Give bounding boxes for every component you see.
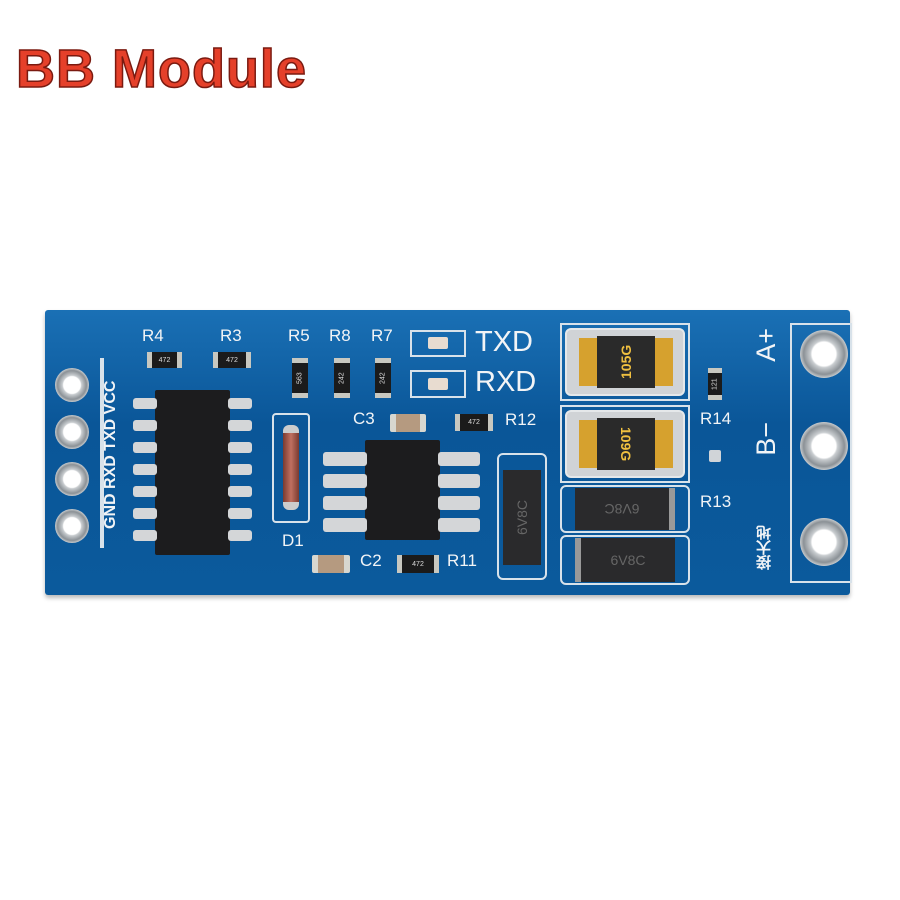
pin-hole-txd	[55, 415, 89, 449]
terminal-block-outline	[790, 323, 852, 583]
resistor-r7: 242	[375, 358, 391, 398]
label-r13: R13	[700, 492, 732, 511]
capacitor-c2	[312, 555, 350, 573]
label-r11: R11	[447, 551, 477, 570]
label-r3: R3	[220, 326, 242, 345]
terminal-b-minus	[800, 422, 848, 470]
resistor-r14: 121	[708, 368, 722, 400]
silkscreen-d1-outline	[272, 413, 310, 523]
label-r12: R12	[505, 410, 537, 429]
silkscreen-tvs-2	[560, 535, 690, 585]
diode-d1	[283, 425, 299, 510]
page-title: BB Module	[15, 38, 307, 100]
label-c2: C2	[360, 551, 382, 570]
label-c3: C3	[353, 409, 375, 428]
pin-hole-rxd	[55, 462, 89, 496]
terminal-ground	[800, 518, 848, 566]
silkscreen-line	[100, 358, 104, 548]
resistor-r11: 472	[397, 555, 439, 573]
label-b-minus: B−	[751, 422, 781, 456]
terminal-a-plus	[800, 330, 848, 378]
silkscreen-cap-top	[560, 323, 690, 401]
pin-hole-vcc	[55, 368, 89, 402]
capacitor-105g: 105G	[565, 328, 685, 396]
label-r5: R5	[288, 326, 310, 345]
resistor-r3: 472	[213, 352, 251, 368]
label-ground: 接大地	[756, 525, 773, 570]
silkscreen-tvs-1	[560, 485, 690, 533]
resistor-r8: 242	[334, 358, 350, 398]
label-a-plus: A+	[751, 328, 781, 362]
tvs-diode-1: 6V8C	[575, 488, 675, 530]
ic-soic8	[365, 440, 440, 540]
silkscreen-cap-bottom	[560, 405, 690, 483]
label-d1: D1	[282, 531, 304, 550]
led-txd	[410, 330, 466, 357]
resistor-r4: 472	[147, 352, 182, 368]
label-rxd: RXD	[475, 366, 537, 398]
pin-labels: GND RXD TXD VCC	[102, 380, 119, 529]
tvs-diode-2: 6V8C	[575, 538, 675, 582]
silkscreen-tvs-outline	[497, 453, 547, 580]
resistor-r12: 472	[455, 414, 493, 431]
pad-r13	[709, 450, 721, 462]
resistor-r5: 563	[292, 358, 308, 398]
rs485-pcb-module: GND RXD TXD VCC R4 R3 472 472 R5 R8 R7 5…	[45, 310, 852, 595]
tvs-diode-vertical: 6V8C	[503, 470, 541, 565]
led-rxd	[410, 370, 466, 398]
capacitor-c3	[390, 414, 426, 432]
pin-hole-gnd	[55, 509, 89, 543]
label-r8: R8	[329, 326, 351, 345]
label-txd: TXD	[475, 326, 533, 358]
label-r7: R7	[371, 326, 393, 345]
label-r14: R14	[700, 409, 732, 428]
capacitor-109g: 109G	[565, 410, 685, 478]
ic-soic14	[155, 390, 230, 555]
label-r4: R4	[142, 326, 164, 345]
